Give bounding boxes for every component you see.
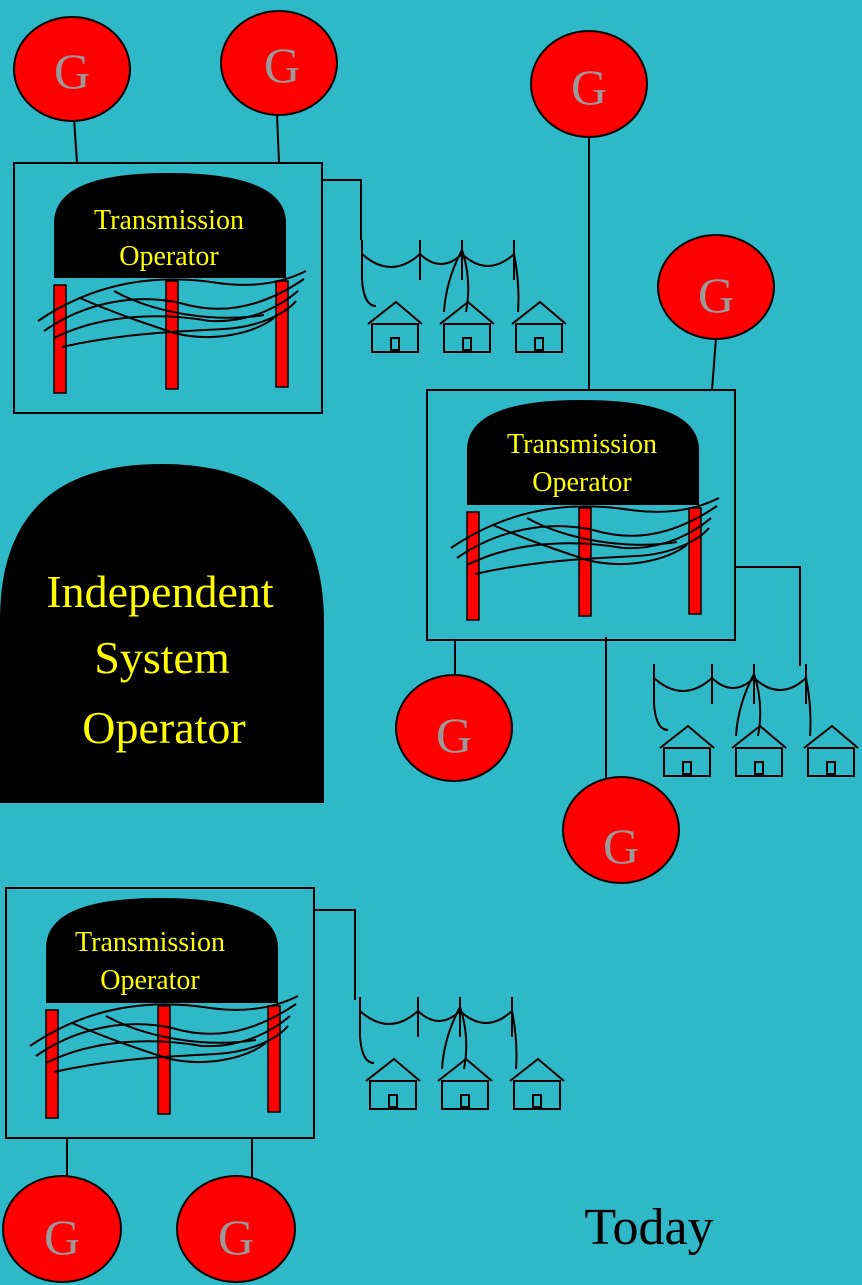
generator-7: G <box>2 1175 122 1283</box>
distribution-houses-2 <box>653 663 859 777</box>
generator-7-label: G <box>44 1209 80 1265</box>
generator-2: G <box>220 10 338 116</box>
transmission-operator-3-line2: Operator <box>100 965 200 996</box>
generator-3: G <box>530 30 648 138</box>
transmission-operator-1-line1: Transmission <box>94 205 244 236</box>
generator-4: G <box>657 234 775 340</box>
generator-1-label: G <box>54 43 90 99</box>
generator-8-label: G <box>218 1209 254 1265</box>
transmission-operator-3: Transmission Operator <box>5 887 315 1139</box>
generator-8: G <box>176 1175 296 1283</box>
iso-line1: Independent <box>46 566 274 617</box>
distribution-houses-1 <box>361 239 567 353</box>
generator-2-label: G <box>264 37 300 93</box>
generator-5-label: G <box>436 707 472 763</box>
iso-line3: Operator <box>82 702 245 753</box>
generator-1: G <box>13 16 131 122</box>
generator-4-label: G <box>698 267 734 323</box>
generator-5: G <box>395 674 513 782</box>
generator-3-label: G <box>571 59 607 115</box>
transmission-operator-1-line2: Operator <box>119 241 219 272</box>
connection-lines <box>66 113 801 1178</box>
iso-line2: System <box>94 632 230 683</box>
independent-system-operator: Independent System Operator <box>0 464 324 803</box>
transmission-operator-2-line2: Operator <box>532 467 632 498</box>
distribution-houses-3 <box>359 996 565 1110</box>
transmission-operator-2-line1: Transmission <box>507 429 657 460</box>
transmission-operator-1: Transmission Operator <box>13 162 323 414</box>
generator-6: G <box>562 776 680 884</box>
caption-today: Today <box>584 1199 713 1256</box>
generator-6-label: G <box>603 818 639 874</box>
transmission-operator-2: Transmission Operator <box>426 389 736 641</box>
transmission-operator-3-line1: Transmission <box>75 927 225 958</box>
